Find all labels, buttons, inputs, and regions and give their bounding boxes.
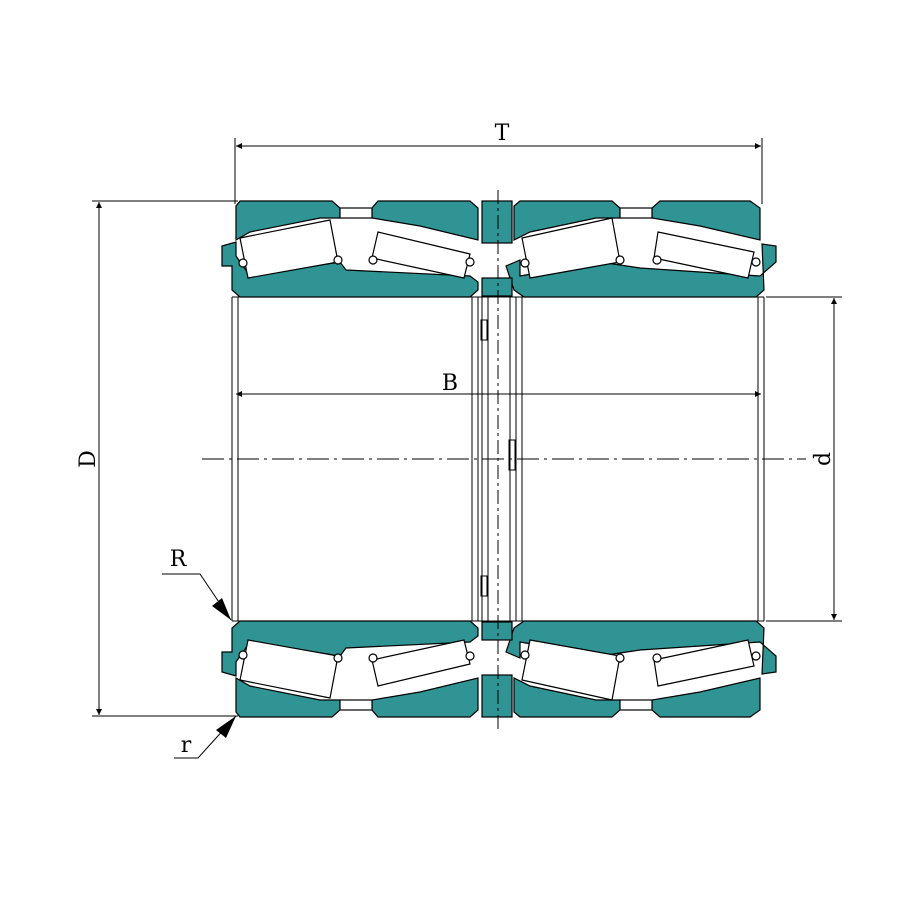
outer-cup — [235, 676, 341, 718]
outer-cup — [513, 200, 621, 241]
cage-pin — [368, 255, 378, 265]
outer-cup — [235, 200, 341, 242]
center-spacer — [481, 621, 513, 641]
cage-pin — [615, 653, 625, 663]
cage-pin — [465, 651, 475, 661]
cup-spacer — [619, 699, 653, 711]
cup-spacer — [619, 207, 653, 219]
center-spacer — [481, 277, 513, 297]
cage-pin — [652, 653, 662, 663]
label-r: r — [181, 733, 192, 758]
bearing-bottom-half — [221, 620, 777, 718]
label-B: B — [442, 371, 458, 396]
roller — [653, 231, 755, 279]
dimension-r: r — [174, 715, 237, 759]
center-spacer — [481, 674, 513, 718]
dimension-B: B — [236, 371, 761, 397]
dimension-D: D — [76, 200, 238, 717]
label-d: d — [811, 452, 836, 466]
cage-pin — [368, 653, 378, 663]
dimension-d: d — [766, 296, 842, 622]
cage-pin — [333, 653, 343, 663]
cage-pin — [238, 650, 248, 660]
cage-pin — [465, 257, 475, 267]
roller — [371, 231, 471, 279]
cup-spacer — [339, 699, 373, 711]
center-spacer — [481, 200, 513, 244]
label-T: T — [495, 121, 510, 146]
cage-pin — [238, 258, 248, 268]
label-D: D — [76, 450, 101, 468]
cage-pin — [520, 650, 530, 660]
dimension-R: R — [162, 547, 232, 621]
outer-cup — [513, 677, 621, 718]
cage-pin — [615, 255, 625, 265]
bearing-top-half — [221, 200, 777, 298]
cage-pin — [520, 258, 530, 268]
cage-pin — [751, 651, 761, 661]
cage-pin — [333, 255, 343, 265]
cage-pin — [652, 255, 662, 265]
label-R: R — [170, 547, 188, 572]
cup-spacer — [339, 207, 373, 219]
roller — [371, 639, 471, 687]
dimension-T: T — [234, 121, 763, 204]
cage-pin — [751, 257, 761, 267]
roller — [653, 639, 755, 687]
